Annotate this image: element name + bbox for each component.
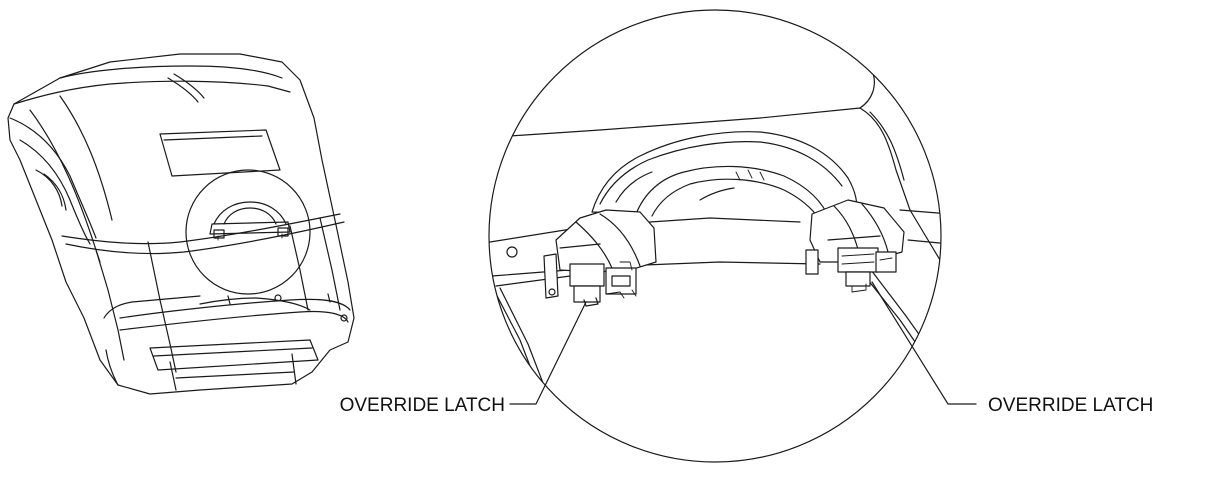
leader-line-right xyxy=(871,281,977,405)
callout-left: OVERRIDE LATCH xyxy=(340,301,587,416)
magnified-detail-view xyxy=(488,9,942,463)
right-latch-label: OVERRIDE LATCH xyxy=(988,395,1153,416)
leader-line-left xyxy=(509,301,587,405)
callout-right: OVERRIDE LATCH xyxy=(871,281,1153,416)
left-latch-label: OVERRIDE LATCH xyxy=(340,395,505,416)
device-overview xyxy=(7,53,355,395)
magnifier-circle xyxy=(488,9,942,463)
right-override-latch-mechanism xyxy=(837,247,897,293)
